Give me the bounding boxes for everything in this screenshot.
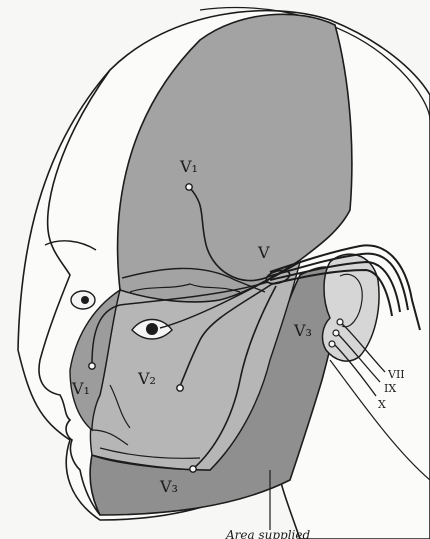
label-x: X [378, 398, 386, 411]
label-v2: V₂ [137, 369, 156, 388]
label-vii: VII [387, 368, 405, 381]
label-ix: IX [384, 382, 396, 395]
nerve-x-dot [329, 341, 335, 347]
v3-terminal-dot [190, 466, 196, 472]
label-v3-jaw: V₃ [159, 477, 178, 496]
label-v1-top: V₁ [179, 157, 198, 176]
eye-right-pupil [146, 323, 158, 335]
v1-nose-dot [89, 363, 95, 369]
v1-terminal-dot [186, 184, 192, 190]
label-v-ganglion: V [257, 243, 270, 262]
nerve-ix-dot [333, 330, 339, 336]
caption-area-supplied: Area supplied [225, 528, 311, 539]
label-v1-nose: V₁ [71, 379, 90, 398]
eye-left-pupil [81, 296, 89, 304]
nerve-vii-dot [337, 319, 343, 325]
label-v3-cheek: V₃ [293, 321, 312, 340]
v2-terminal-dot [177, 385, 183, 391]
